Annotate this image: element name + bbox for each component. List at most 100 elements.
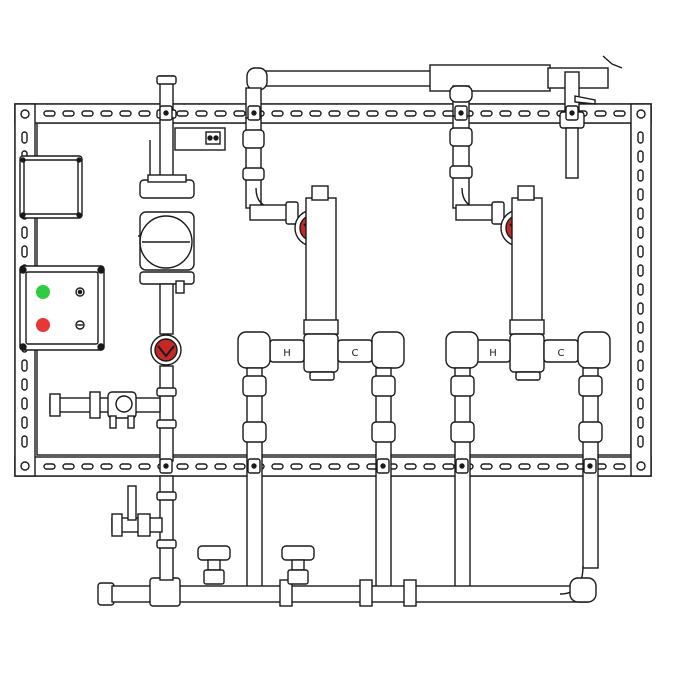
clamp-bolt: [251, 110, 257, 116]
pipe-clamps: [159, 105, 597, 474]
manifold-header: [97, 475, 597, 607]
rail-slot: [290, 110, 303, 117]
clamp-bolt: [458, 110, 464, 116]
clamp-bolt: [459, 463, 465, 469]
rail-slot: [233, 463, 246, 470]
rail-slot: [100, 110, 113, 117]
rail-slot: [21, 226, 28, 239]
red-lamp: [36, 318, 50, 332]
rail-slot: [62, 463, 75, 470]
rail-slot: [637, 169, 644, 182]
rail-slot: [100, 463, 113, 470]
top-rail: [14, 103, 652, 124]
rail-slot: [499, 110, 512, 117]
rail-slot: [21, 416, 28, 429]
rail-slot: [290, 463, 303, 470]
top-return-pipe: [245, 55, 623, 179]
mixing-valve-1: H C: [237, 117, 405, 589]
right-rail: [630, 103, 652, 477]
rail-slot: [21, 245, 28, 258]
rail-slot: [43, 110, 56, 117]
rail-slot: [637, 150, 644, 163]
rail-slot: [21, 435, 28, 448]
rail-slot: [537, 110, 550, 117]
clamp-bolt: [251, 463, 257, 469]
rail-slot: [480, 463, 493, 470]
rail-slot: [347, 110, 360, 117]
rail-slot: [637, 340, 644, 353]
rail-slot: [637, 302, 644, 315]
thermometer-pump: [150, 334, 182, 366]
rail-slot: [404, 463, 417, 470]
inlet-branch: [49, 391, 161, 429]
rail-slot: [385, 110, 398, 117]
rail-slot: [21, 378, 28, 391]
rail-slots-top: [43, 110, 626, 117]
rail-slot: [637, 397, 644, 410]
rail-slot: [518, 463, 531, 470]
rail-slot: [119, 110, 132, 117]
pump-column: [138, 75, 226, 462]
rail-slot: [637, 416, 644, 429]
rail-slot: [537, 463, 550, 470]
clamp-bolt: [587, 463, 593, 469]
rail-slot: [62, 110, 75, 117]
rail-slot: [176, 110, 189, 117]
rail-slot: [556, 463, 569, 470]
hot-port-mark-2: H: [489, 348, 497, 359]
rail-slot: [637, 321, 644, 334]
rail-slot: [138, 110, 151, 117]
bottom-rail: [14, 456, 652, 477]
rail-slot: [43, 463, 56, 470]
rail-slot: [637, 435, 644, 448]
button-icon: [75, 320, 85, 330]
rail-slot: [271, 463, 284, 470]
rail-slot: [214, 463, 227, 470]
mixing-valve-2: H C: [445, 115, 611, 589]
clamp-bolt: [380, 463, 386, 469]
clamp-bolt: [163, 110, 169, 116]
rail-slot: [119, 463, 132, 470]
clamp-bolt: [163, 463, 169, 469]
rail-slot: [21, 397, 28, 410]
handwheel-valve-1: [197, 545, 231, 585]
cold-port-mark-2: C: [558, 348, 565, 359]
rail-slot: [637, 378, 644, 391]
rail-slot: [637, 359, 644, 372]
cold-port-mark-1: C: [352, 348, 359, 359]
rail-slot: [21, 359, 28, 372]
rail-slot: [328, 463, 341, 470]
green-lamp: [36, 285, 50, 299]
rail-slot: [176, 463, 189, 470]
rail-slot: [271, 110, 284, 117]
rail-slot: [214, 110, 227, 117]
frame-bolts: [20, 109, 646, 471]
switch-icon: [75, 287, 85, 297]
pump: [138, 174, 195, 294]
rail-slot: [613, 463, 626, 470]
control-panel: [19, 265, 105, 351]
rail-slot: [637, 264, 644, 277]
rail-slot: [21, 131, 28, 144]
rail-slot: [328, 110, 341, 117]
rail-slot: [423, 110, 436, 117]
rail-slot: [195, 110, 208, 117]
rail-slot: [637, 131, 644, 144]
rail-slot: [637, 188, 644, 201]
rail-slot: [309, 463, 322, 470]
rail-slot: [613, 110, 626, 117]
rail-slot: [637, 207, 644, 220]
rail-slot: [233, 110, 246, 117]
rail-slot: [366, 110, 379, 117]
rail-slots-right: [637, 131, 644, 448]
clamp-bolt: [569, 110, 575, 116]
rail-slot: [442, 463, 455, 470]
rail-slot: [594, 110, 607, 117]
rail-slot: [138, 463, 151, 470]
rail-slot: [499, 463, 512, 470]
rail-slot: [637, 283, 644, 296]
rail-slot: [637, 245, 644, 258]
rail-slot: [423, 463, 436, 470]
